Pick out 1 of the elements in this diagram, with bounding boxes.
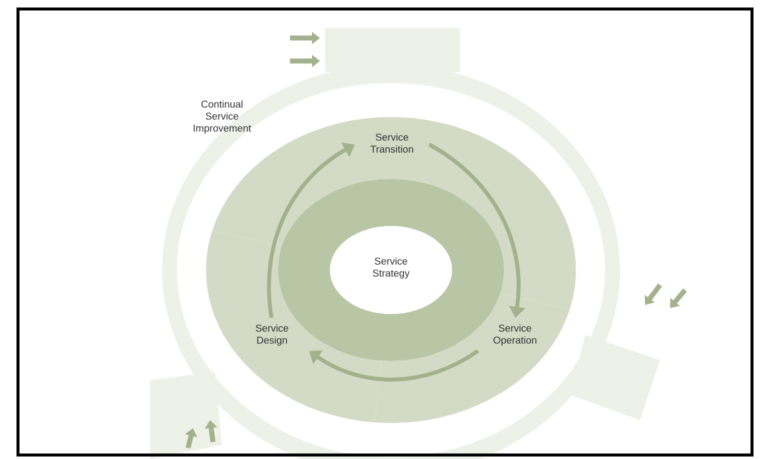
cycle-segment: Service Operation xyxy=(374,294,570,423)
